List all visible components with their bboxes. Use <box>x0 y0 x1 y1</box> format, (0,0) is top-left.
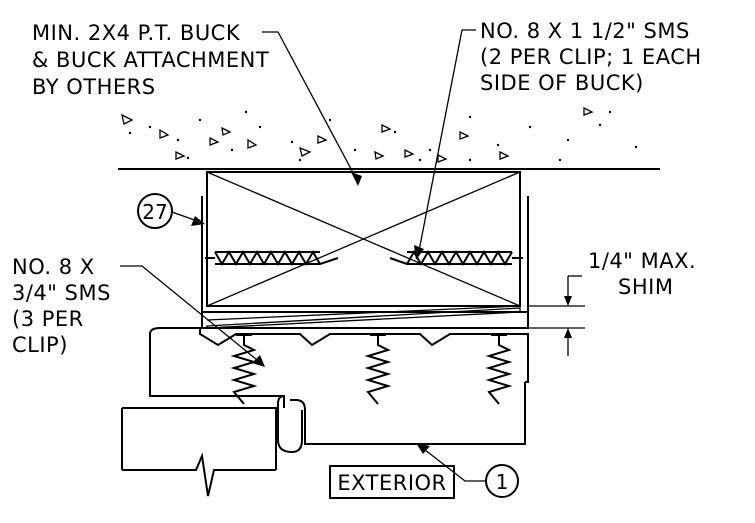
leader-lines <box>120 29 486 482</box>
sms-screw-horizontal-right <box>389 250 523 266</box>
callout-1: 1 <box>485 464 519 498</box>
concrete-substrate <box>118 106 660 170</box>
frame-profile <box>149 327 529 454</box>
callout-27-label: 27 <box>142 200 167 224</box>
exterior-tag-box <box>329 465 455 499</box>
exterior-label: EXTERIOR <box>337 471 446 495</box>
sms-bottom-note-line-3: (3 PER <box>12 307 84 331</box>
callout-1-label: 1 <box>496 470 509 494</box>
buck-note-line-3: BY OTHERS <box>32 75 156 99</box>
shim-dimension <box>528 275 585 356</box>
buck-clip <box>201 196 529 329</box>
sms-screw-vertical-center <box>364 334 392 405</box>
buck-note-line-2: & BUCK ATTACHMENT <box>32 48 269 72</box>
sms-bottom-note-line-4: CLIP) <box>12 333 68 357</box>
shim-wedge <box>206 305 521 329</box>
sms-screw-horizontal-left <box>205 250 339 266</box>
adjacent-sill <box>121 407 277 497</box>
sms-bottom-note-line-2: 3/4" SMS <box>12 281 111 305</box>
sms-top-note-line-3: SIDE OF BUCK) <box>480 71 644 95</box>
shim-note-line-2: SHIM <box>618 275 673 299</box>
sms-screw-vertical-right <box>485 334 513 405</box>
wood-buck <box>206 171 521 307</box>
sms-bottom-note-line-1: NO. 8 X <box>12 255 95 279</box>
callout-27: 27 <box>137 193 173 229</box>
sms-top-note-line-1: NO. 8 X 1 1/2" SMS <box>480 19 690 43</box>
sms-screw-vertical-left <box>230 334 258 405</box>
shim-note-line-1: 1/4" MAX. <box>588 249 696 273</box>
sms-top-note-line-2: (2 PER CLIP; 1 EACH <box>480 45 702 69</box>
buck-note-line-1: MIN. 2X4 P.T. BUCK <box>32 21 241 45</box>
